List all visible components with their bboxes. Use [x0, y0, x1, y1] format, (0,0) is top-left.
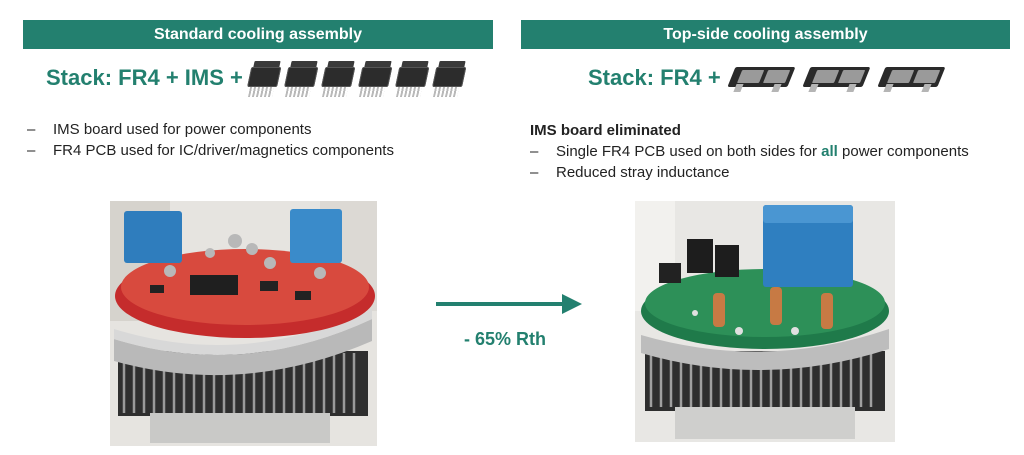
arrow-shaft	[436, 302, 564, 306]
bullet-item: –Single FR4 PCB used on both sides for a…	[530, 141, 969, 162]
bullet-text-pre: Single FR4 PCB used on both sides for	[556, 143, 822, 160]
stack-left-label: Stack: FR4 + IMS +	[46, 65, 243, 90]
bullet-text: Reduced stray inductance	[556, 164, 730, 181]
top-side-cooled-package-icon	[871, 64, 950, 92]
d2pak-package-icon	[282, 59, 320, 97]
stack-left-chips	[246, 59, 467, 97]
top-side-assembly-illustration	[635, 201, 895, 442]
transition-arrow	[436, 294, 582, 314]
standard-assembly-illustration	[110, 201, 377, 446]
bullet-item: –Reduced stray inductance	[530, 162, 969, 183]
stack-right: Stack: FR4 +	[588, 56, 946, 100]
stack-right-label: Stack: FR4 +	[588, 65, 721, 90]
d2pak-package-icon	[430, 59, 468, 97]
bullet-text: Single FR4 PCB used on both sides for al…	[556, 141, 969, 162]
d2pak-package-icon	[319, 59, 357, 97]
photo-top-side-assembly	[635, 201, 895, 442]
d2pak-package-icon	[393, 59, 431, 97]
bullet-text: IMS board used for power components	[53, 121, 312, 138]
bullet-text-post: power components	[837, 143, 969, 160]
arrow-head-icon	[562, 294, 582, 314]
photo-standard-assembly	[110, 201, 377, 446]
d2pak-package-icon	[356, 59, 394, 97]
bullets-left: –IMS board used for power components –FR…	[27, 119, 394, 161]
bullet-dash: –	[27, 142, 36, 159]
bullet-dash: –	[530, 164, 539, 181]
bullets-right-heading: IMS board eliminated	[530, 122, 681, 139]
rth-reduction-label: - 65% Rth	[464, 329, 547, 349]
bullet-text: FR4 PCB used for IC/driver/magnetics com…	[53, 142, 394, 159]
bullet-item: –IMS board used for power components	[27, 119, 394, 140]
bullet-item: –FR4 PCB used for IC/driver/magnetics co…	[27, 140, 394, 161]
top-side-cooled-package-icon	[721, 64, 800, 92]
bullet-dash: –	[530, 143, 539, 160]
banner-standard-cooling: Standard cooling assembly	[23, 20, 493, 49]
banner-top-side-cooling: Top-side cooling assembly	[521, 20, 1010, 49]
stack-right-chips	[727, 64, 946, 92]
bullets-right: IMS board eliminated –Single FR4 PCB use…	[530, 120, 969, 183]
bullet-text-accent: all	[821, 143, 838, 160]
d2pak-package-icon	[245, 59, 283, 97]
stack-left: Stack: FR4 + IMS +	[46, 56, 467, 100]
bullet-dash: –	[27, 121, 36, 138]
top-side-cooled-package-icon	[796, 64, 875, 92]
